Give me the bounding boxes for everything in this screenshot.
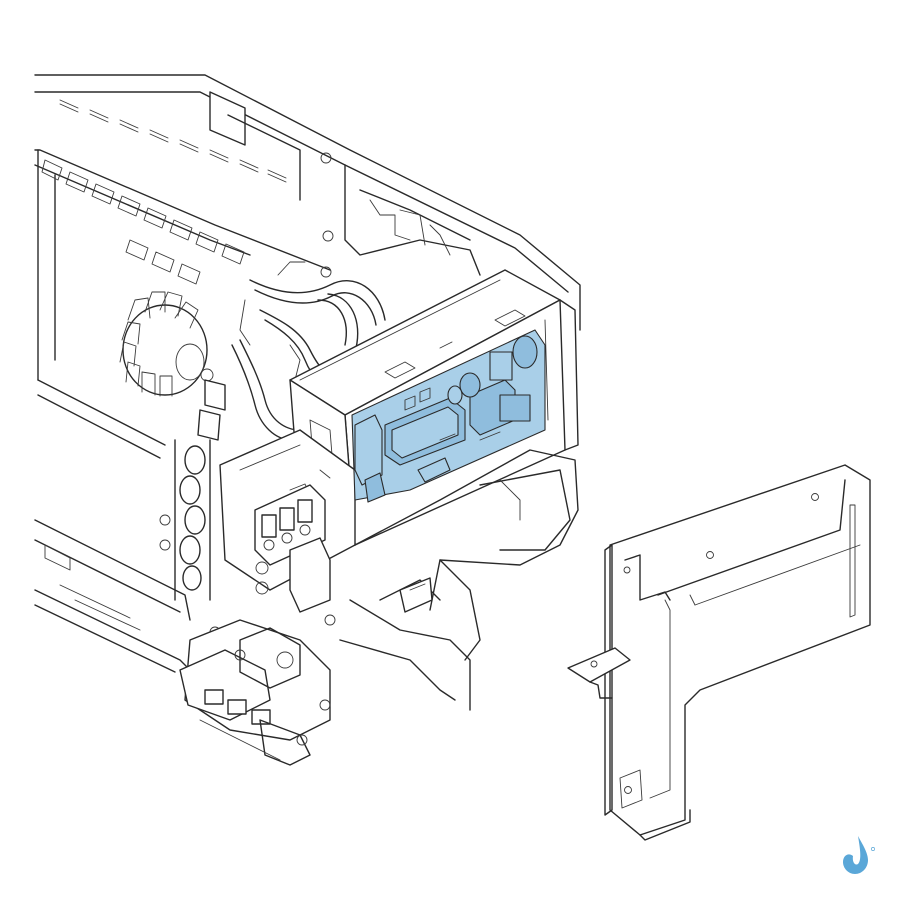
mounting-hole bbox=[623, 566, 631, 574]
cover-slot bbox=[849, 504, 856, 618]
control-board-highlight bbox=[351, 329, 546, 503]
terminal-block bbox=[254, 484, 336, 626]
mounting-hole bbox=[706, 551, 714, 559]
electrical-cover-plate bbox=[567, 464, 871, 841]
screw-icon bbox=[320, 152, 332, 164]
water-drop-logo-icon bbox=[843, 836, 875, 874]
top-flap bbox=[209, 91, 246, 146]
filter-grille bbox=[41, 159, 245, 285]
drain-connector-assembly bbox=[179, 619, 331, 766]
cable-guide bbox=[159, 379, 226, 638]
indoor-unit-chassis bbox=[34, 74, 581, 681]
mounting-tab bbox=[567, 647, 631, 683]
fan-motor bbox=[119, 291, 214, 397]
top-vent-slots bbox=[59, 99, 287, 183]
mounting-hole bbox=[811, 493, 819, 501]
mounting-hole bbox=[624, 786, 632, 794]
